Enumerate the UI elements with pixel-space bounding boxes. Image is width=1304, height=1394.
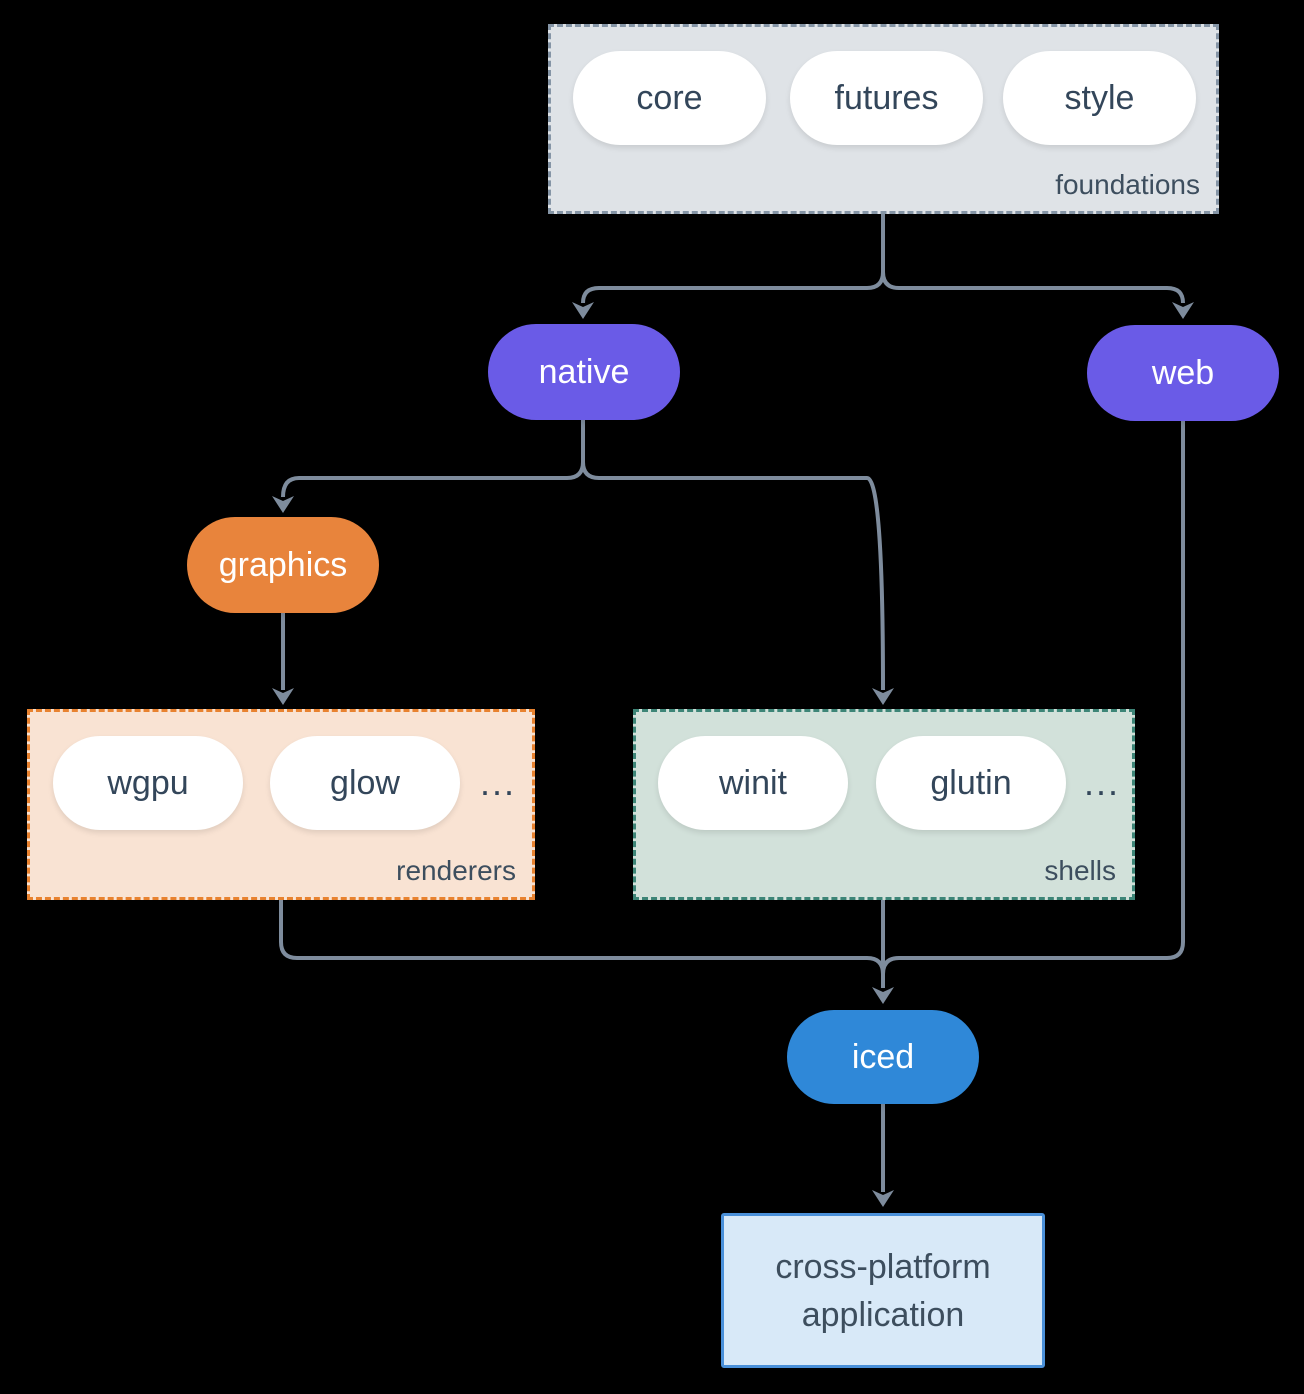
node-winit: winit	[658, 736, 848, 830]
arrowhead-web	[1172, 302, 1194, 319]
node-futures: futures	[790, 51, 983, 145]
renderers-ellipsis: ...	[479, 762, 516, 803]
group-shells: winit glutin ... shells	[633, 709, 1135, 900]
node-web-label: web	[1151, 353, 1215, 392]
node-glow-label: glow	[330, 763, 400, 802]
node-graphics-label: graphics	[218, 545, 348, 584]
group-renderers: wgpu glow ... renderers	[27, 709, 535, 900]
node-native-label: native	[538, 352, 630, 391]
node-style: style	[1003, 51, 1196, 145]
group-foundations: core futures style foundations	[548, 24, 1219, 214]
arrowhead-graphics	[272, 496, 294, 513]
node-glutin-label: glutin	[930, 763, 1012, 802]
arrowhead-renderers	[272, 688, 294, 705]
node-glutin: glutin	[876, 736, 1066, 830]
node-style-label: style	[1064, 78, 1135, 117]
edge-foundations-web	[881, 214, 1185, 304]
group-foundations-label: foundations	[1055, 169, 1200, 200]
node-winit-label: winit	[718, 763, 788, 802]
group-shells-label: shells	[1044, 855, 1116, 886]
arrowhead-application	[872, 1190, 894, 1207]
shells-ellipsis: ...	[1083, 762, 1120, 803]
node-wgpu: wgpu	[53, 736, 243, 830]
edge-renderers-iced	[279, 900, 885, 975]
node-iced-label: iced	[851, 1037, 915, 1076]
node-native: native	[488, 324, 680, 420]
arrowhead-native	[572, 302, 594, 319]
edge-native-shells	[581, 420, 885, 691]
application-label-line1: cross-platform	[775, 1247, 991, 1286]
node-cross-platform-application: cross-platform application	[721, 1213, 1045, 1368]
arrowhead-iced	[872, 987, 894, 1004]
node-glow: glow	[270, 736, 460, 830]
application-label-line2: application	[801, 1295, 965, 1334]
node-core: core	[573, 51, 766, 145]
edge-native-graphics	[281, 420, 585, 498]
node-iced: iced	[787, 1010, 979, 1104]
node-core-label: core	[636, 78, 703, 117]
node-futures-label: futures	[834, 78, 939, 117]
node-wgpu-label: wgpu	[107, 763, 189, 802]
node-graphics: graphics	[187, 517, 379, 613]
node-web: web	[1087, 325, 1279, 421]
group-renderers-label: renderers	[396, 855, 516, 886]
arrowhead-shells	[872, 688, 894, 705]
edge-foundations-native	[581, 214, 885, 304]
